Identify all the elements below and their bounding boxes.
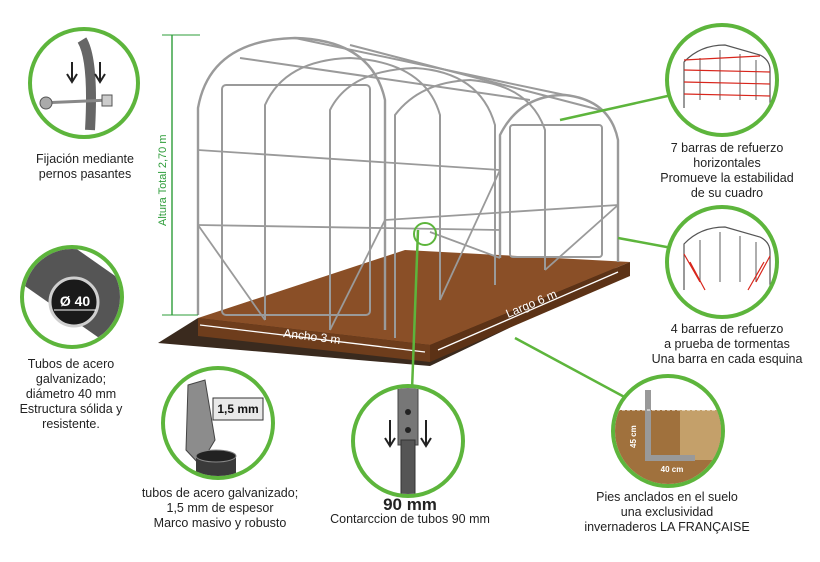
callout-connectors [410, 93, 673, 402]
caliper-icon [185, 379, 264, 476]
bolt-joint-icon [39, 37, 113, 131]
dimension-lines [162, 34, 619, 353]
tubes40-line-5: resistente. [42, 417, 100, 431]
thickness-line-3: Marco masivo y robusto [153, 516, 287, 530]
storm-bars-line-3: Una barra en cada esquina [651, 352, 803, 366]
callout-tubes40: Ø 40 [20, 245, 124, 349]
anchor-depth-label: 45 cm [629, 425, 638, 448]
storm-bars-line-1: 4 barras de refuerzo [670, 322, 784, 336]
tubes40-line-1: Tubos de acero [27, 357, 115, 371]
bolts-caption: Fijación mediante pernos pasantes [10, 152, 160, 182]
frame-red-bars-icon [683, 44, 771, 108]
tubes40-line-2: galvanizado; [35, 372, 107, 386]
frame-corner-bars-icon [683, 226, 771, 291]
storm-bars-line-2: a prueba de tormentas [664, 337, 790, 351]
tubes40-line-3: diámetro 40 mm [25, 387, 117, 401]
callout-storm-bars [665, 205, 779, 319]
contraction-caption: 90 mm Contarccion de tubos 90 mm [300, 495, 520, 527]
thickness-line-2: 1,5 mm de espesor [166, 501, 274, 515]
tubes40-line-4: Estructura sólida y [19, 402, 123, 416]
contraction-value: 90 mm [383, 495, 437, 514]
anchors-caption: Pies anclados en el suelo una exclusivid… [572, 490, 762, 535]
thickness-badge: 1,5 mm [217, 402, 258, 416]
bolts-line-1: Fijación mediante [36, 152, 134, 166]
anchor-width-label: 40 cm [661, 465, 684, 474]
height-dimension-label: Altura Total 2,70 m [157, 134, 169, 226]
horizontal-bars-line-2: horizontales [693, 156, 761, 170]
anchors-line-2: una exclusividad [620, 505, 714, 519]
callout-contraction [351, 384, 465, 498]
anchors-line-3: invernaderos LA FRANÇAISE [584, 520, 750, 534]
tube-joint-icon [384, 388, 432, 494]
greenhouse-frame [196, 36, 620, 338]
width-dimension-label: Ancho 3 m [283, 326, 342, 347]
horizontal-bars-caption: 7 barras de refuerzo horizontales Promue… [652, 141, 802, 201]
callout-anchors: 45 cm 40 cm [611, 374, 725, 488]
anchors-line-1: Pies anclados en el suelo [596, 490, 738, 504]
horizontal-bars-line-3: Promueve la estabilidad [660, 171, 794, 185]
contraction-line: Contarccion de tubos 90 mm [330, 512, 490, 526]
tubes40-caption: Tubos de acero galvanizado; diámetro 40 … [0, 357, 146, 432]
thickness-caption: tubos de acero galvanizado; 1,5 mm de es… [105, 486, 335, 531]
callout-horizontal-bars [665, 23, 779, 137]
diameter-badge: Ø 40 [60, 293, 91, 309]
storm-bars-caption: 4 barras de refuerzo a prueba de torment… [642, 322, 812, 367]
thickness-line-1: tubos de acero galvanizado; [141, 486, 299, 500]
bolts-line-2: pernos pasantes [38, 167, 132, 181]
callout-thickness: 1,5 mm [161, 366, 275, 480]
horizontal-bars-line-1: 7 barras de refuerzo [670, 141, 784, 155]
callout-bolts [28, 27, 140, 139]
horizontal-bars-line-4: de su cuadro [690, 186, 764, 200]
